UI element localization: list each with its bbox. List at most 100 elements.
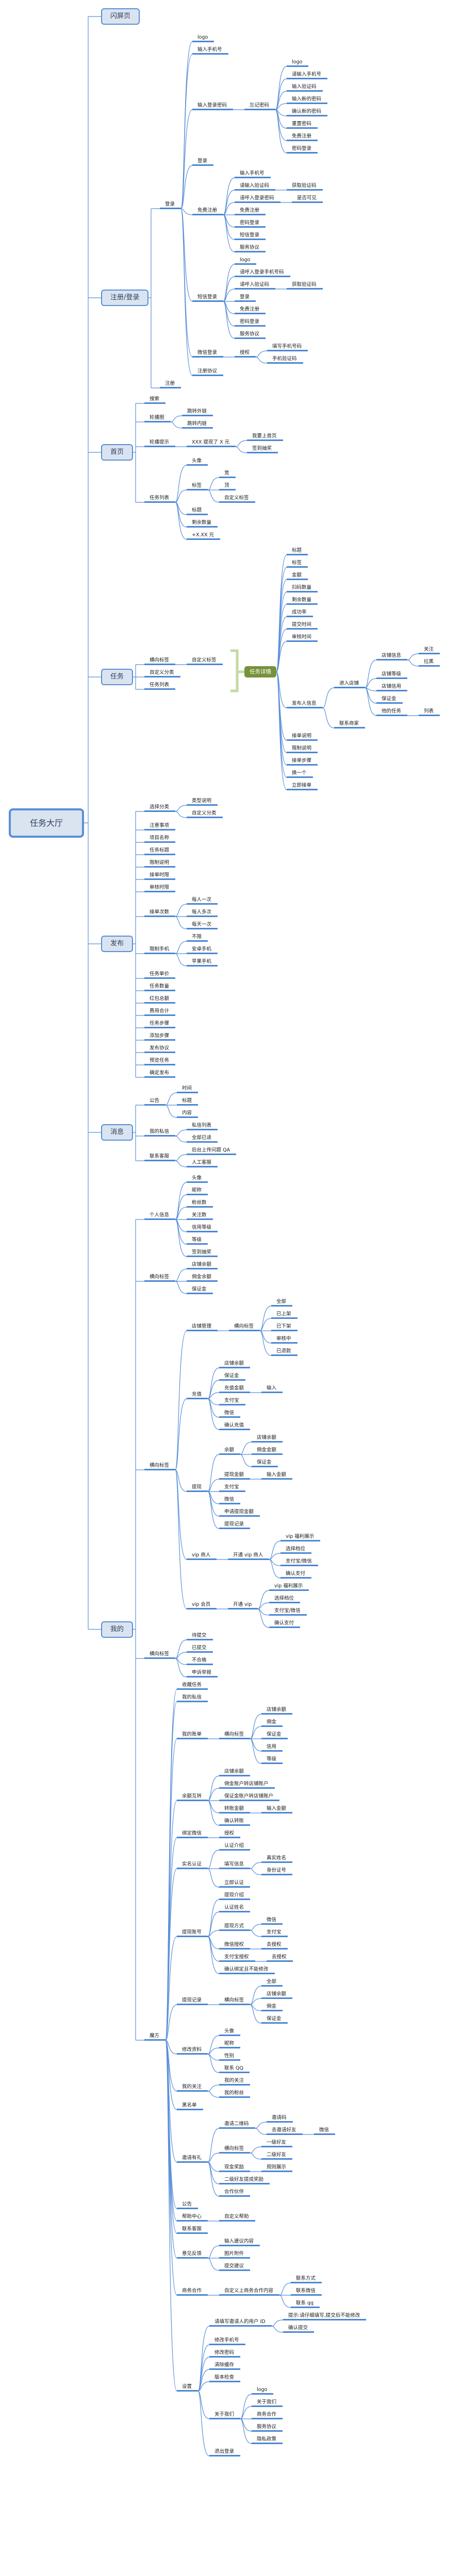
subtopic-node[interactable]: 列表	[419, 708, 440, 716]
main-topic-node[interactable]: 任务	[101, 669, 134, 685]
subtopic-node[interactable]: 每人多次	[187, 909, 218, 917]
subtopic-node[interactable]: 填写信息	[219, 1861, 251, 1869]
subtopic-node[interactable]: 微信	[219, 1410, 241, 1418]
subtopic-node[interactable]: 开通 vip	[228, 1602, 258, 1609]
subtopic-node[interactable]: 每天一次	[187, 922, 218, 929]
subtopic-node[interactable]: 轮播图	[144, 415, 171, 422]
subtopic-node[interactable]: 请输入验证码	[235, 183, 276, 191]
subtopic-node[interactable]: 横向标签	[144, 1651, 176, 1659]
subtopic-node[interactable]: 标签	[287, 560, 308, 568]
subtopic-node[interactable]: 充值金额	[219, 1385, 251, 1393]
subtopic-node[interactable]: 邀请码	[267, 2115, 293, 2123]
subtopic-node[interactable]: 店铺信用	[376, 684, 408, 691]
subtopic-node[interactable]: 填写手机号码	[267, 344, 308, 351]
subtopic-node[interactable]: 我的粉丝	[219, 2090, 251, 2098]
subtopic-node[interactable]: 支付宝	[219, 1398, 245, 1405]
subtopic-node[interactable]: 二级好友提成奖励	[219, 2177, 270, 2184]
subtopic-node[interactable]: 关注数	[187, 1212, 213, 1220]
subtopic-node[interactable]: 选择档位	[280, 1546, 312, 1554]
subtopic-node[interactable]: 我的账单	[177, 1732, 208, 1739]
subtopic-node[interactable]: 登录	[160, 201, 181, 209]
subtopic-node[interactable]: vip 商人	[187, 1552, 217, 1560]
subtopic-node[interactable]: 个人信息	[144, 1212, 176, 1220]
subtopic-node[interactable]: 自定义帮助	[219, 2214, 255, 2222]
subtopic-node[interactable]: 粉丝数	[187, 1200, 213, 1208]
main-topic-node[interactable]: 消息	[101, 1124, 134, 1141]
subtopic-node[interactable]: 跳转外链	[182, 409, 213, 416]
subtopic-node[interactable]: 添加步骤	[144, 1033, 176, 1041]
subtopic-node[interactable]: 商务合作	[177, 2288, 208, 2296]
subtopic-node[interactable]: 关于我们	[209, 2412, 241, 2419]
subtopic-node[interactable]: 我的私信	[177, 1694, 208, 1702]
subtopic-node[interactable]: 等级	[187, 1237, 208, 1245]
subtopic-node[interactable]: 人工客服	[187, 1160, 218, 1167]
subtopic-node[interactable]: 身份证号	[261, 1868, 293, 1875]
subtopic-node[interactable]: 提现记录	[177, 1997, 208, 2005]
subtopic-node[interactable]: 授权	[219, 1831, 241, 1838]
subtopic-node[interactable]: 请呼入验证码	[235, 282, 276, 290]
subtopic-node[interactable]: 任务列表	[144, 682, 176, 690]
subtopic-node[interactable]: 苹果手机	[187, 959, 218, 967]
subtopic-node[interactable]: 任务列表	[144, 495, 176, 503]
subtopic-node[interactable]: 免费注册	[192, 208, 224, 215]
subtopic-node[interactable]: 确定发布	[144, 1070, 176, 1078]
subtopic-node[interactable]: 接单时限	[144, 872, 176, 880]
subtopic-node[interactable]: 标签	[187, 483, 208, 490]
subtopic-node[interactable]: +X.XX 元	[187, 532, 221, 540]
subtopic-node[interactable]: 金额	[287, 572, 308, 580]
subtopic-node[interactable]: logo	[235, 257, 257, 265]
subtopic-node[interactable]: 确认新的密码	[287, 109, 328, 116]
subtopic-node[interactable]: 信用等级	[187, 1225, 218, 1232]
subtopic-node[interactable]: 预览任务	[144, 1058, 176, 1065]
subtopic-node[interactable]: 设置	[177, 2384, 199, 2392]
subtopic-node[interactable]: 短信登录	[235, 232, 266, 240]
subtopic-node[interactable]: 提现	[187, 1484, 208, 1492]
subtopic-node[interactable]: 已上架	[271, 1311, 297, 1319]
subtopic-node[interactable]: 手机验证码	[267, 356, 303, 364]
subtopic-node[interactable]: 我要上首页	[247, 433, 283, 441]
subtopic-node[interactable]: 支付宝授权	[219, 1954, 255, 1962]
subtopic-node[interactable]: 去授权	[261, 1942, 288, 1950]
subtopic-node[interactable]: 扫码数量	[287, 585, 318, 592]
subtopic-node[interactable]: 联系方式	[291, 2276, 322, 2283]
subtopic-node[interactable]: 是否可见	[292, 195, 323, 203]
subtopic-node[interactable]: 免费注册	[235, 208, 266, 215]
subtopic-node[interactable]: 自定义分类	[187, 810, 223, 818]
subtopic-node[interactable]: 佣金金额	[252, 1447, 283, 1455]
subtopic-node[interactable]: 输入建议内容	[219, 2239, 260, 2246]
subtopic-node[interactable]: 输入手机号	[235, 171, 271, 178]
subtopic-node[interactable]: 任务标题	[144, 848, 176, 855]
subtopic-node[interactable]: 提现记录	[219, 1521, 251, 1529]
subtopic-node[interactable]: 私信列表	[187, 1123, 218, 1130]
subtopic-node[interactable]: 开通 vip 商人	[228, 1552, 270, 1560]
subtopic-node[interactable]: logo	[192, 35, 214, 42]
subtopic-node[interactable]: 自定义标签	[187, 657, 223, 665]
subtopic-node[interactable]: 店铺等级	[376, 671, 408, 679]
subtopic-node[interactable]: 绑定微信	[177, 1831, 208, 1838]
subtopic-node[interactable]: 获取验证码	[287, 282, 323, 290]
subtopic-node[interactable]: 选择档位	[269, 1596, 301, 1603]
subtopic-node[interactable]: 魔方	[144, 2033, 166, 2041]
subtopic-node[interactable]: 全部	[271, 1299, 293, 1307]
subtopic-node[interactable]: 认证姓名	[219, 1905, 251, 1912]
subtopic-node[interactable]: 内容	[177, 1110, 199, 1118]
subtopic-node[interactable]: 横向标签	[219, 1732, 251, 1739]
subtopic-node[interactable]: 商务合作	[252, 2412, 283, 2419]
subtopic-node[interactable]: 项目名称	[144, 835, 176, 843]
subtopic-node[interactable]: 短信登录	[192, 294, 224, 302]
main-topic-node[interactable]: 首页	[101, 444, 134, 461]
subtopic-node[interactable]: 限制说明	[144, 860, 176, 868]
subtopic-node[interactable]: 不合格	[187, 1657, 213, 1665]
subtopic-node[interactable]: 保证金	[261, 2016, 288, 2024]
subtopic-node[interactable]: 服务协议	[235, 331, 266, 339]
subtopic-node[interactable]: 登录	[192, 158, 214, 166]
subtopic-node[interactable]: vip 福利展示	[280, 1534, 321, 1541]
subtopic-node[interactable]: 支付宝/微信	[280, 1558, 318, 1566]
subtopic-node[interactable]: 店铺信息	[376, 653, 408, 660]
subtopic-node[interactable]: 规则展示	[261, 2164, 293, 2172]
subtopic-node[interactable]: 请呼入登录手机号码	[235, 269, 290, 277]
subtopic-node[interactable]: 签到抽奖	[247, 446, 278, 453]
subtopic-node[interactable]: 不限	[187, 934, 208, 942]
subtopic-node[interactable]: 任务单价	[144, 971, 176, 979]
subtopic-node[interactable]: 时间	[177, 1086, 199, 1093]
